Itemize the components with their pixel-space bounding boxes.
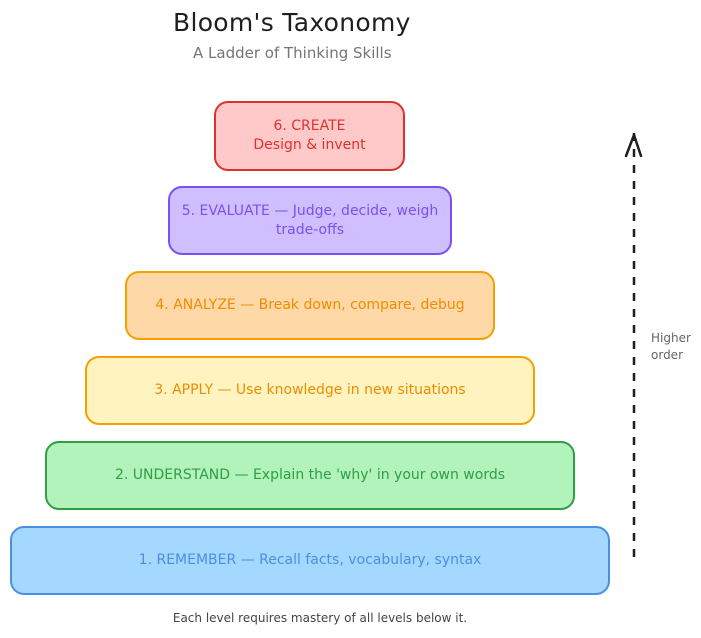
diagram-title: Bloom's Taxonomy [173, 8, 411, 37]
diagram-subtitle: A Ladder of Thinking Skills [193, 44, 392, 62]
level-remember: 1. REMEMBER — Recall facts, vocabulary, … [10, 526, 610, 595]
higher-order-line2: order [651, 348, 683, 362]
level-create: 6. CREATE Design & invent [214, 101, 405, 171]
footer-note: Each level requires mastery of all level… [172, 611, 468, 625]
level-label: 6. CREATE [273, 118, 346, 134]
level-label: 5. EVALUATE — Judge, decide, weigh [181, 202, 439, 219]
level-label: 1. REMEMBER — Recall facts, vocabulary, … [138, 552, 482, 568]
level-analyze: 4. ANALYZE — Break down, compare, debug [125, 271, 495, 340]
level-understand: 2. UNDERSTAND — Explain the 'why' in you… [45, 441, 575, 510]
level-evaluate: 5. EVALUATE — Judge, decide, weigh trade… [168, 186, 452, 255]
level-description: Design & invent [253, 137, 366, 153]
higher-order-label: Higher order [651, 330, 691, 364]
higher-order-line1: Higher [651, 331, 691, 345]
level-label: 3. APPLY — Use knowledge in new situatio… [154, 382, 466, 398]
dashed-up-arrow-icon [624, 133, 643, 557]
arrow-head [624, 133, 643, 158]
level-description: trade-offs [275, 221, 345, 238]
level-label: 4. ANALYZE — Break down, compare, debug [155, 297, 465, 313]
level-apply: 3. APPLY — Use knowledge in new situatio… [85, 356, 535, 425]
level-label: 2. UNDERSTAND — Explain the 'why' in you… [114, 467, 506, 483]
